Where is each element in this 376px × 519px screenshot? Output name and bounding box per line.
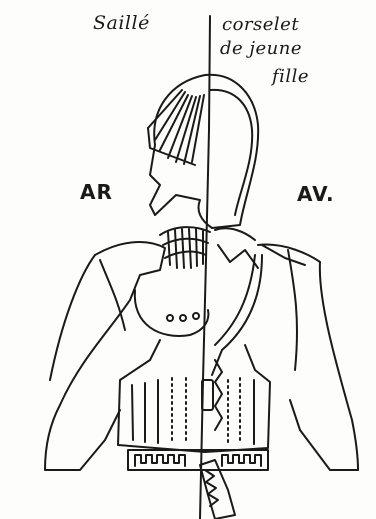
front-title-line-1: corselet — [222, 14, 299, 35]
apron-strip — [200, 460, 235, 519]
back-title-label: Saillé — [93, 12, 150, 34]
bodice-lacing — [215, 360, 222, 430]
waist-band — [128, 450, 268, 470]
center-divider-line — [200, 16, 210, 519]
back-cape — [45, 242, 165, 470]
collar-ruff — [160, 227, 258, 268]
front-cape-fold — [288, 250, 297, 370]
coiffe-tassel — [148, 90, 204, 165]
bodice-seams-front — [228, 378, 254, 444]
back-button-3 — [193, 313, 199, 319]
front-cape-collar — [262, 245, 305, 265]
bodice-outline — [118, 340, 270, 452]
front-title-line-2: de jeune — [220, 38, 302, 59]
front-title-line-3: fille — [272, 66, 309, 87]
bodice-seams-back — [132, 378, 186, 444]
waist-band-pattern-back — [135, 455, 185, 466]
necklace-front-2 — [215, 255, 255, 345]
front-view-label: AV. — [297, 182, 335, 206]
back-button-2 — [180, 315, 186, 321]
front-cape — [258, 245, 358, 470]
back-button-1 — [167, 315, 173, 321]
waist-band-pattern-front — [222, 455, 261, 466]
back-view-label: AR — [80, 180, 113, 204]
back-cape-fold — [50, 255, 95, 380]
back-cape-inner — [100, 260, 125, 330]
